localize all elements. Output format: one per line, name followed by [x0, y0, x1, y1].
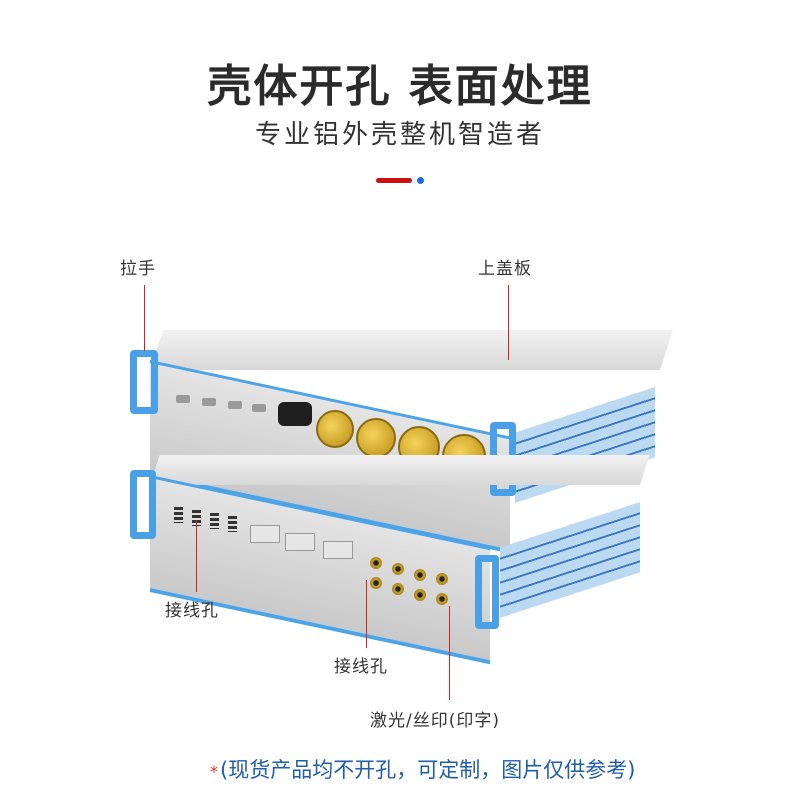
- db9-port: [252, 404, 266, 412]
- footer-note-text: (现货产品均不开孔，可定制，图片仅供参考): [220, 758, 636, 782]
- upper-top-cover: [150, 330, 673, 370]
- usb-port: [174, 507, 183, 523]
- sma-connector: [414, 589, 426, 601]
- callout-top-cover-line: [508, 285, 509, 360]
- db9-port: [176, 395, 190, 403]
- callout-handle-label: 拉手: [120, 259, 156, 279]
- rj45-port: [285, 533, 315, 551]
- title-divider: [376, 178, 412, 183]
- callout-wiring-right-label: 接线孔: [334, 657, 388, 677]
- lower-front-panel: [150, 475, 490, 665]
- callout-wiring-left-line: [196, 520, 197, 592]
- db9-port: [202, 398, 216, 406]
- callout-laser-print-label: 激光/丝印(印字): [370, 711, 500, 731]
- sma-connector: [392, 563, 404, 575]
- rj45-port: [323, 541, 353, 559]
- db9-port: [228, 401, 242, 409]
- lower-handle: [130, 470, 156, 539]
- sma-connector: [436, 573, 448, 585]
- title-divider-dot: [417, 177, 424, 184]
- callout-laser-print-line: [449, 606, 450, 700]
- page-title: 壳体开孔 表面处理: [207, 61, 593, 112]
- sma-connector: [370, 557, 382, 569]
- side-handle: [475, 555, 499, 629]
- lower-side-panel: [500, 502, 640, 618]
- callout-top-cover-label: 上盖板: [478, 259, 532, 279]
- sma-connector: [370, 577, 382, 589]
- lower-top-cover: [150, 455, 650, 485]
- upper-handle: [130, 350, 158, 414]
- gold-knob: [356, 418, 396, 458]
- sma-connector: [436, 593, 448, 605]
- usb-port: [228, 516, 237, 532]
- gold-knob: [316, 410, 354, 448]
- rj45-port: [250, 525, 280, 543]
- callout-handle-line: [144, 285, 145, 351]
- footer-note: *(现货产品均不开孔，可定制，图片仅供参考): [210, 754, 635, 784]
- asterisk-icon: *: [210, 761, 218, 781]
- usb-port: [192, 510, 201, 526]
- sma-connector: [414, 569, 426, 581]
- page-subtitle: 专业铝外壳整机智造者: [254, 120, 545, 150]
- callout-wiring-left-label: 接线孔: [165, 601, 219, 621]
- lower-enclosure: [130, 455, 670, 665]
- sma-connector: [392, 583, 404, 595]
- power-socket: [278, 402, 312, 426]
- callout-wiring-right-line: [366, 580, 367, 648]
- usb-port: [210, 513, 219, 529]
